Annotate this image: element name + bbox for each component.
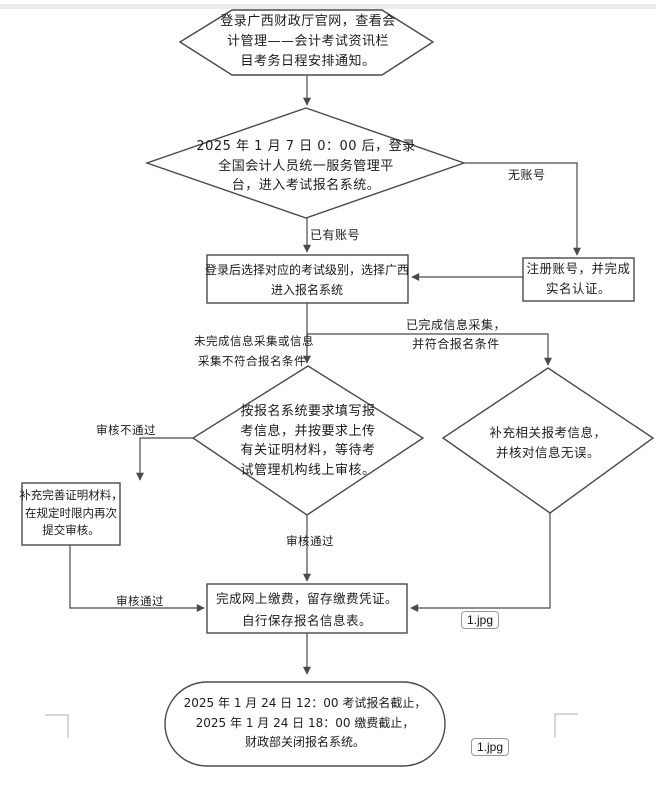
text-line: 进入报名系统 xyxy=(270,283,343,297)
text-line: 自行保存报名信息表。 xyxy=(241,613,372,628)
text-line: 有关证明材料，等待考 xyxy=(240,443,376,458)
edge-label-no-account: 无账号 xyxy=(508,168,546,182)
shape-select-level-box xyxy=(206,254,409,304)
text-line: 补充相关报考信息， xyxy=(489,425,607,440)
text-line: 考信息，并按要求上传 xyxy=(240,423,376,439)
connector-resubmit-to-pay xyxy=(69,545,205,612)
page-corner-mark-left xyxy=(45,714,69,738)
text-line: 计管理——会计考试资讯栏 xyxy=(226,34,389,49)
node-resubmit-text: 补充完善证明材料， 在规定时限内再次 提交审核。 xyxy=(14,487,128,540)
text-line: 未完成信息采集或信息 xyxy=(194,334,314,348)
shape-pay-box xyxy=(206,583,408,634)
shape-start-hexagon xyxy=(178,9,435,76)
node-verify-info-text: 补充相关报考信息， 并核对信息无误。 xyxy=(478,423,618,463)
text-line: 并符合报名条件 xyxy=(412,337,500,351)
shape-register-box xyxy=(522,257,635,302)
node-start-text: 登录广西财政厅官网，查看会 计管理——会计考试资讯栏 目考务日程安排通知。 xyxy=(186,12,430,72)
image-file-tag-bottom[interactable]: 1.jpg xyxy=(471,738,510,756)
edge-label-review-pass-left: 审核通过 xyxy=(116,594,164,608)
edge-label-has-account: 已有账号 xyxy=(310,228,361,242)
page-corner-mark-right xyxy=(554,713,578,737)
connector-collected-branch xyxy=(307,333,552,366)
edge-label-review-pass-mid: 审核通过 xyxy=(286,534,334,548)
text-line: 台，进入考试报名系统。 xyxy=(231,178,381,193)
page-top-divider xyxy=(0,4,656,9)
text-line: 全国会计人员统一服务管理平 xyxy=(218,158,394,174)
shape-fill-form-diamond xyxy=(191,365,425,516)
text-line: 2025 年 1 月 7 日 0：00 后，登录 xyxy=(196,139,416,154)
shape-resubmit-box xyxy=(21,482,121,546)
text-line: 2025 年 1 月 24 日 18：00 缴费截止， xyxy=(195,715,415,730)
text-line: 注册账号，并完成 xyxy=(526,261,631,276)
text-line: 财政部关闭报名系统。 xyxy=(244,735,365,749)
shape-end-stadium xyxy=(164,681,446,767)
text-line: 采集不符合报名条件 xyxy=(198,353,306,368)
node-fill-form-text: 按报名系统要求填写报 考信息，并按要求上传 有关证明材料，等待考 试管理机构线上… xyxy=(233,402,383,480)
node-pay-text: 完成网上缴费，留存缴费凭证。 自行保存报名信息表。 xyxy=(207,588,407,632)
text-line: 并核对信息无误。 xyxy=(495,445,600,460)
connector-no-account xyxy=(464,162,581,256)
text-line: 按报名系统要求填写报 xyxy=(240,404,376,419)
text-line: 提交审核。 xyxy=(42,523,100,537)
node-end-text: 2025 年 1 月 24 日 12：00 考试报名截止， 2025 年 1 月… xyxy=(165,694,445,753)
shape-verify-info-diamond xyxy=(441,367,655,514)
node-check-login-text: 2025 年 1 月 7 日 0：00 后，登录 全国会计人员统一服务管理平 台… xyxy=(176,137,436,196)
image-file-tag-top[interactable]: 1.jpg xyxy=(461,611,500,629)
text-line: 登录广西财政厅官网，查看会 xyxy=(220,14,396,29)
shape-check-login-diamond xyxy=(144,107,467,219)
edge-label-not-collected: 未完成信息采集或信息 采集不符合报名条件 xyxy=(194,332,314,371)
text-line: 登录后选择对应的考试级别，选择广西 xyxy=(204,263,409,277)
node-register-text: 注册账号，并完成 实名认证。 xyxy=(516,259,641,299)
text-line: 已完成信息采集， xyxy=(405,318,506,332)
edge-label-collected: 已完成信息采集， 并符合报名条件 xyxy=(404,316,508,354)
edge-label-review-fail: 审核不通过 xyxy=(96,423,156,437)
connector-review-fail xyxy=(136,437,193,481)
text-line: 完成网上缴费，留存缴费凭证。 xyxy=(215,591,398,606)
text-line: 在规定时限内再次 xyxy=(25,505,117,520)
text-line: 2025 年 1 月 24 日 12：00 考试报名截止， xyxy=(183,696,427,710)
text-line: 试管理机构线上审核。 xyxy=(240,462,376,478)
text-line: 目考务日程安排通知。 xyxy=(240,54,376,69)
connector-verify-to-pay xyxy=(410,513,551,612)
node-select-level-text: 登录后选择对应的考试级别，选择广西 进入报名系统 xyxy=(202,260,412,300)
text-line: 实名认证。 xyxy=(545,281,611,296)
text-line: 补充完善证明材料， xyxy=(19,488,123,502)
